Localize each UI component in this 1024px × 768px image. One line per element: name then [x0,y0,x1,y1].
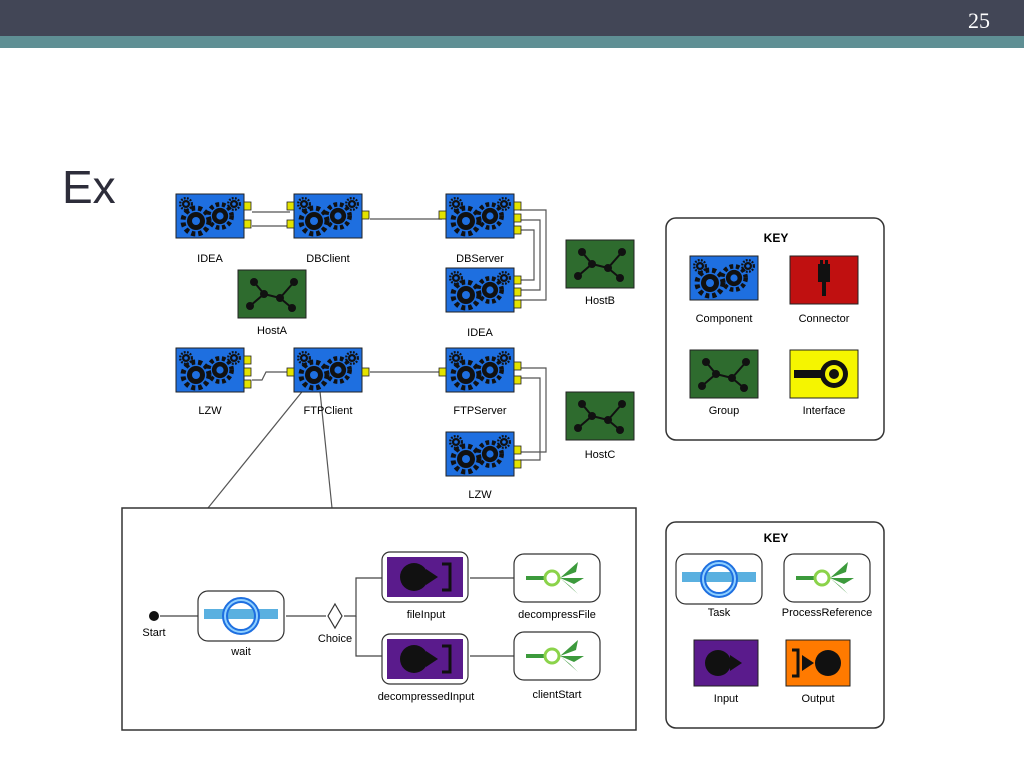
task-label: wait [230,646,251,658]
component-label: IDEA [197,253,223,265]
slide-header-bar [0,0,1024,36]
input-label: decompressedInput [378,691,475,703]
choice-label: Choice [318,633,352,645]
key-component-icon [690,256,758,300]
processref-label: clientStart [533,689,582,701]
component-label: LZW [198,405,222,417]
component-label: DBServer [456,253,504,265]
key-box-process [665,521,885,729]
component-idea-2 [446,268,522,312]
key-label: Task [708,607,731,619]
key-title: KEY [764,231,789,245]
component-idea-1 [176,194,252,238]
component-label: FTPClient [304,405,353,417]
group-hostb [565,239,635,289]
key-label: Input [714,693,738,705]
group-label: HostB [585,295,615,307]
component-ftpclient [286,348,370,392]
key-input-icon [693,639,759,687]
key-interface-icon [789,349,859,399]
key-label: Interface [803,405,846,417]
key-output-icon [785,639,851,687]
component-lzw-2 [446,432,522,476]
processref-clientstart [512,630,602,682]
key-label: ProcessReference [782,607,873,619]
group-label: HostC [585,449,616,461]
processref-decompressfile [512,552,602,604]
component-label: FTPServer [453,405,507,417]
slide-accent-bar [0,36,1024,48]
key-box-architecture [665,217,885,441]
slide-number: 25 [968,8,990,33]
key-label: Output [801,693,834,705]
group-hostc [565,391,635,441]
component-dbserver [438,194,522,238]
group-label: HostA [257,325,288,337]
key-task-icon [676,554,762,604]
slide-title-fragment: Ex [62,161,116,213]
component-dbclient [286,194,370,238]
component-label: DBClient [306,253,349,265]
component-label: LZW [468,489,492,501]
choice-node [327,602,343,630]
key-label: Component [696,313,753,325]
key-processref-icon [782,552,872,604]
key-label: Connector [799,313,850,325]
key-title: KEY [764,531,789,545]
processref-label: decompressFile [518,609,596,621]
input-label: fileInput [407,609,446,621]
key-label: Group [709,405,740,417]
key-group-icon [689,349,759,399]
task-wait [198,591,284,641]
component-lzw-1 [176,348,252,392]
start-label: Start [142,627,165,639]
start-node [149,611,159,621]
input-fileinput [380,550,470,604]
input-decompressedinput [380,632,470,686]
key-connector-icon [789,255,859,305]
component-ftpserver [438,348,522,392]
component-label: IDEA [467,327,493,339]
group-hosta [237,269,307,319]
